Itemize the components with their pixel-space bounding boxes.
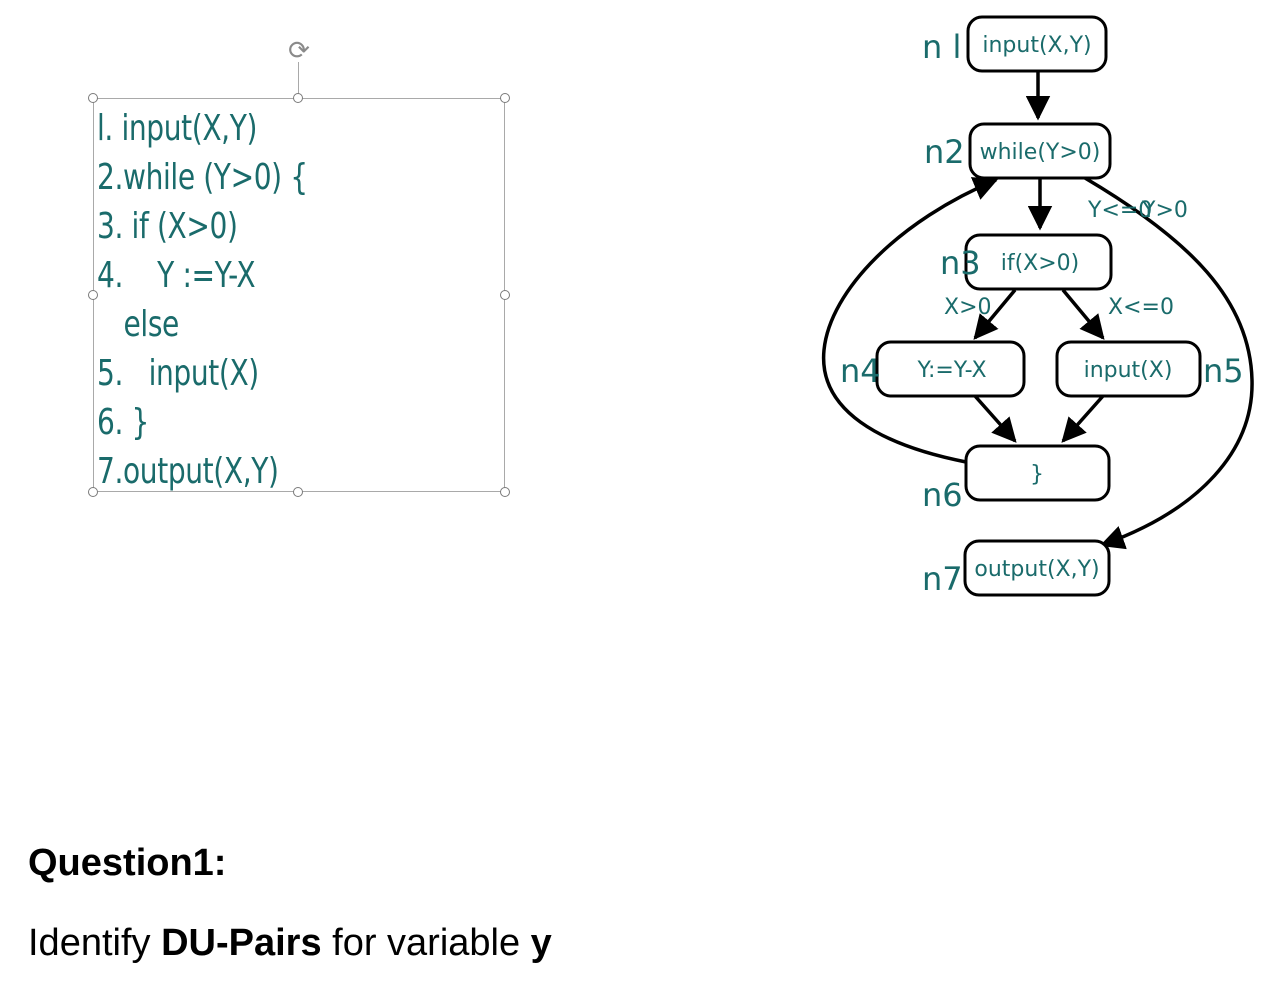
node-n4-text: Y:=Y-X xyxy=(916,358,986,383)
node-n6: } n6 xyxy=(922,444,1111,514)
edge-n4-n6 xyxy=(973,394,1017,443)
node-n7-label: n7 xyxy=(922,560,963,598)
node-n1-text: input(X,Y) xyxy=(982,33,1091,58)
rotate-icon[interactable]: ⟳ xyxy=(288,36,310,66)
node-n3-label: n3 xyxy=(940,244,981,282)
edge-label-y-le-0: Y<=0 xyxy=(1087,198,1152,223)
question-variable: y xyxy=(530,922,552,964)
question-term: DU-Pairs xyxy=(161,922,322,964)
code-line-4: 4. Y :=Y-X xyxy=(97,255,256,296)
code-line-6: 6. } xyxy=(97,402,150,443)
resize-handle-left[interactable] xyxy=(88,290,98,300)
edge-label-x-le-0: X<=0 xyxy=(1108,295,1174,320)
code-line-2: 2.while (Y>0) { xyxy=(97,157,308,198)
node-n4: Y:=Y-X n4 xyxy=(840,340,1026,398)
edge-n2-n7 xyxy=(1084,176,1254,550)
node-n3-text: if(X>0) xyxy=(1001,251,1080,276)
edge-label-y-gt-0: Y>0 xyxy=(1141,198,1188,223)
edge-label-x-gt-0: X>0 xyxy=(944,295,992,320)
node-n6-label: n6 xyxy=(922,476,963,514)
node-n5-label: n5 xyxy=(1203,352,1244,390)
question-body: Identify DU-Pairs for variable y xyxy=(28,922,552,965)
node-n7-text: output(X,Y) xyxy=(974,557,1099,582)
node-n7: output(X,Y) n7 xyxy=(922,539,1111,598)
resize-handle-right[interactable] xyxy=(500,290,510,300)
question-middle: for variable xyxy=(321,922,531,964)
node-n1: input(X,Y) n l xyxy=(922,15,1108,73)
code-line-5: 5. input(X) xyxy=(97,353,259,394)
edge-n5-n6 xyxy=(1061,394,1105,443)
code-line-else: else xyxy=(123,304,180,345)
resize-handle-bottom[interactable] xyxy=(293,487,303,497)
node-n2-text: while(Y>0) xyxy=(980,140,1101,165)
question-prefix: Identify xyxy=(28,922,162,964)
resize-handle-top-left[interactable] xyxy=(88,93,98,103)
code-line-7: 7.output(X,Y) xyxy=(97,451,279,492)
edge-n3-n5 xyxy=(1061,288,1105,340)
code-line-1: l. input(X,Y) xyxy=(97,108,258,149)
node-n1-label: n l xyxy=(922,28,961,66)
resize-handle-bottom-left[interactable] xyxy=(88,487,98,497)
node-n2: while(Y>0) n2 xyxy=(924,122,1112,180)
resize-handle-bottom-right[interactable] xyxy=(500,487,510,497)
node-n5: input(X) n5 xyxy=(1055,340,1244,398)
resize-handle-top-right[interactable] xyxy=(500,93,510,103)
node-n2-label: n2 xyxy=(924,133,965,171)
edge-n3-n4 xyxy=(973,288,1017,340)
node-n4-label: n4 xyxy=(840,352,881,390)
resize-handle-top[interactable] xyxy=(293,93,303,103)
node-n6-text: } xyxy=(1030,462,1044,487)
node-n3: if(X>0) n3 xyxy=(940,233,1113,291)
edge-n6-n2 xyxy=(821,177,999,464)
code-line-3: 3. if (X>0) xyxy=(97,206,238,247)
node-n5-text: input(X) xyxy=(1084,358,1173,383)
question-title: Question1: xyxy=(28,842,227,884)
code-listing: l. input(X,Y) 2.while (Y>0) { 3. if (X>0… xyxy=(97,104,367,496)
rotate-handle-line xyxy=(298,62,299,98)
